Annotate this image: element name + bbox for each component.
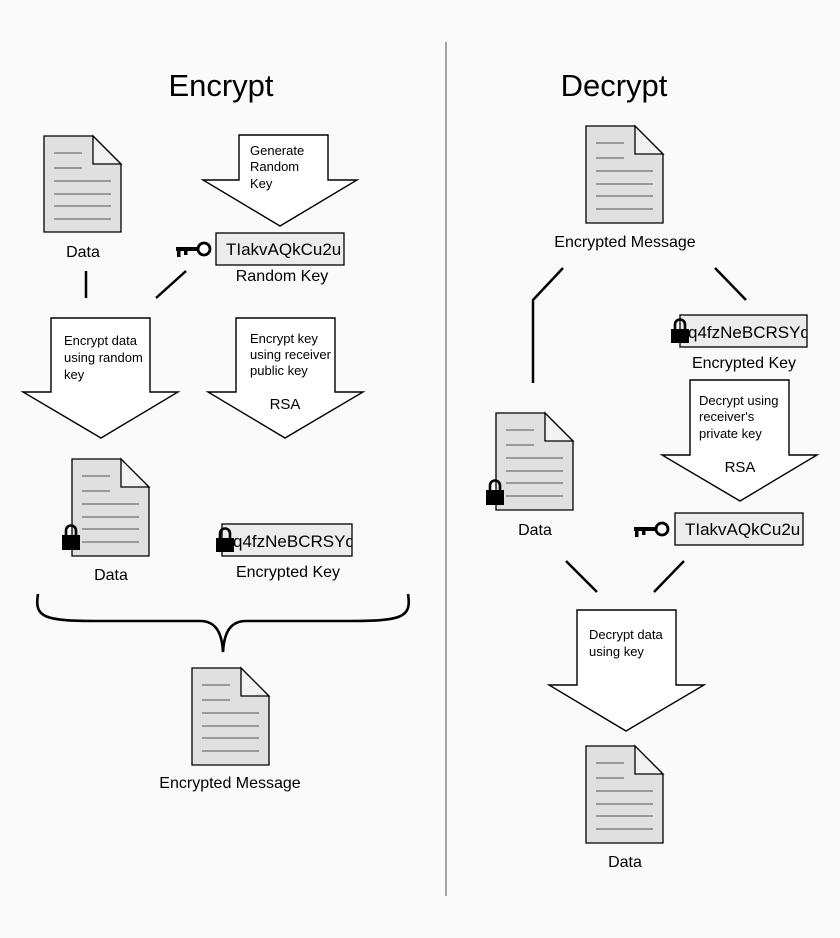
decrypt-encrypted-key-value: q4fzNeBCRSYd — [688, 323, 810, 342]
encrypted-key-label: Encrypted Key — [236, 564, 340, 581]
decrypt-data-arrow — [546, 609, 707, 732]
connector-line — [531, 267, 564, 383]
random-key-label: Random Key — [236, 268, 329, 285]
data-document-icon — [43, 134, 123, 233]
connector-line — [714, 267, 747, 301]
locked-data-label: Data — [94, 567, 128, 584]
encrypt-data-text: Encrypt data using random key — [64, 333, 146, 382]
connector-line — [565, 560, 598, 593]
encrypted-message-label: Encrypted Message — [159, 775, 301, 792]
decrypt-encrypted-key-label: Encrypted Key — [692, 355, 796, 372]
key-icon — [176, 241, 212, 257]
lock-icon — [62, 524, 80, 550]
connector-line — [155, 270, 187, 299]
decrypt-key-text: Decrypt using receiver's private key — [699, 393, 782, 441]
locked-data-document-icon — [71, 457, 151, 557]
lock-icon — [486, 479, 504, 505]
lock-icon — [671, 318, 689, 343]
encrypt-key-text: Encrypt key using receiver public key — [250, 331, 335, 378]
encrypt-data-arrow — [20, 317, 181, 439]
data-label: Data — [66, 244, 100, 261]
encrypt-rsa-label: RSA — [270, 396, 301, 413]
encrypted-message-document-icon — [585, 124, 665, 224]
random-key-box — [215, 232, 345, 266]
decrypt-message-label: Encrypted Message — [554, 234, 696, 251]
generate-key-text: Generate Random Key — [250, 143, 308, 191]
encrypted-key-value: q4fzNeBCRSYd — [233, 532, 355, 551]
random-key-value: TIakvAQkCu2u — [226, 240, 341, 259]
lock-icon — [216, 527, 234, 552]
decrypt-random-key-value: TIakvAQkCu2u — [685, 520, 800, 539]
encrypt-key-arrow — [205, 317, 366, 439]
locked-data-document-icon — [495, 411, 575, 511]
decrypted-data-label: Data — [608, 854, 642, 871]
decrypted-data-document-icon — [585, 744, 665, 844]
connector-line — [653, 560, 685, 593]
generate-key-arrow — [200, 134, 360, 227]
decrypt-key-arrow — [659, 379, 820, 502]
combine-brace — [35, 593, 411, 653]
encrypt-title: Encrypt — [168, 68, 273, 103]
decrypt-rsa-label: RSA — [725, 459, 756, 476]
decrypt-random-key-box — [674, 512, 804, 546]
encrypted-message-document-icon — [191, 666, 271, 766]
key-icon — [634, 521, 670, 537]
decrypt-data-text: Decrypt data using key — [589, 627, 666, 659]
decrypt-title: Decrypt — [561, 68, 668, 103]
decrypt-encrypted-key-box — [679, 314, 808, 348]
decrypt-locked-data-label: Data — [518, 522, 552, 539]
